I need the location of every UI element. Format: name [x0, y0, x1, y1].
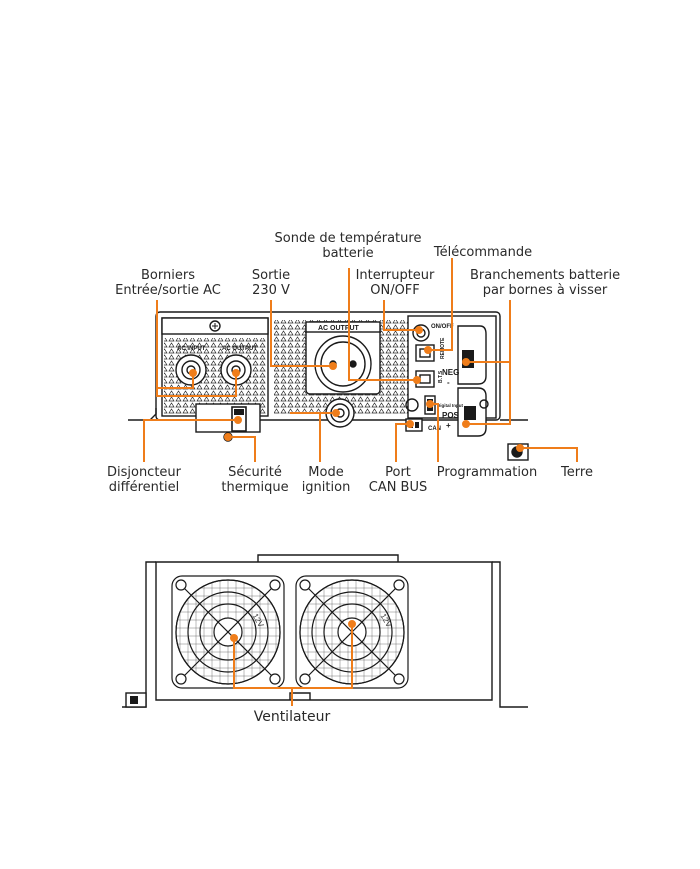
- remote-text: REMOTE: [440, 337, 446, 359]
- label-borniers: Borniers Entrée/sortie AC: [115, 268, 221, 298]
- callout-terre: [520, 447, 578, 462]
- callout-securite: [228, 436, 256, 462]
- can-text: CAN: [428, 426, 441, 432]
- callout-disjoncteur: [143, 419, 238, 462]
- label-interrupteur: Interrupteur ON/OFF: [355, 268, 435, 298]
- label-mode: Mode ignition: [301, 465, 351, 495]
- label-terre: Terre: [561, 465, 593, 480]
- callout-branchements: [466, 300, 511, 425]
- ac-socket: [314, 335, 372, 393]
- label-securite: Sécurité thermique: [221, 465, 289, 495]
- screw: [209, 320, 221, 332]
- neg-sign-text: -: [447, 378, 450, 387]
- ac-input-text: AC INPUT: [177, 346, 206, 352]
- front-panel: [128, 311, 529, 461]
- label-telecommande: Télécommande: [433, 245, 533, 260]
- breaker-housing: [195, 403, 261, 433]
- fan-left: [171, 575, 285, 689]
- callout-lines: [143, 258, 578, 462]
- ac-output-text: AC OUTPUT: [318, 325, 360, 332]
- label-port: Port CAN BUS: [368, 465, 428, 495]
- callout-interrupteur: [383, 300, 419, 331]
- callout-ventilateur: [230, 620, 356, 706]
- left-foot: [128, 408, 157, 421]
- label-programmation: Programmation: [436, 465, 538, 480]
- neg-text: NEG: [442, 368, 459, 377]
- label-sonde: Sonde de température batterie: [274, 231, 422, 261]
- pos-sign-text: +: [446, 421, 451, 430]
- ac-output-small-text: AC OUTPUT: [222, 346, 257, 352]
- callout-sortie: [270, 300, 333, 367]
- panel-labels: AC INPUT AC OUTPUT AC OUTPUT ON/OFF REMO…: [177, 324, 463, 432]
- onoff-switch: [412, 324, 430, 342]
- callout-port: [395, 423, 410, 462]
- callout-sonde: [348, 268, 417, 381]
- label-disjoncteur: Disjoncteur différentiel: [106, 465, 182, 495]
- label-branchements: Branchements batterie par bornes à visse…: [470, 268, 621, 298]
- digital-input-text: Digital Input: [437, 403, 463, 408]
- pos-text: POS: [442, 411, 460, 420]
- onoff-text: ON/OFF: [431, 324, 454, 330]
- label-ventilateur: Ventilateur: [253, 709, 331, 725]
- callout-telecommande: [428, 258, 453, 351]
- bts-text: B.T.S: [438, 370, 444, 383]
- label-sortie: Sortie 230 V: [251, 268, 291, 298]
- callout-borniers: [156, 300, 237, 397]
